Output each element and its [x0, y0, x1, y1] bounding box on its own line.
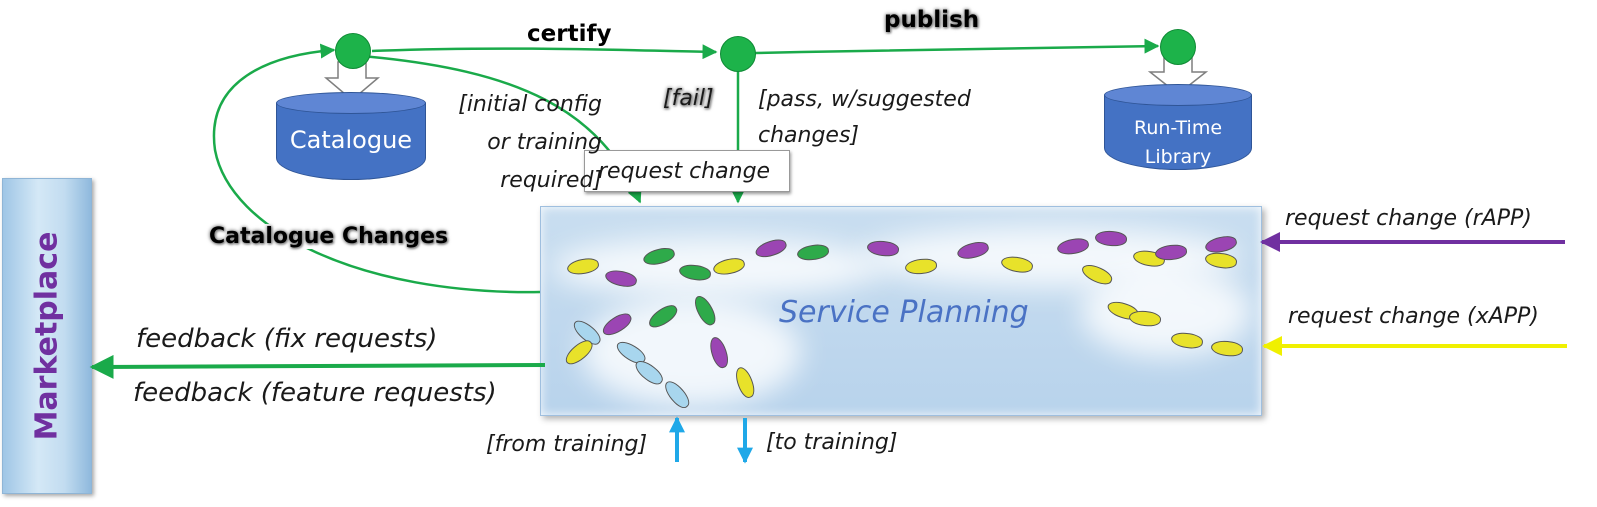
feedback-feature-label: feedback (feature requests)	[133, 378, 497, 408]
catalogue-down-arrow	[323, 61, 381, 101]
publish-edge	[754, 38, 1160, 55]
request-change-box: request change	[584, 150, 790, 192]
marketplace-box: Marketplace	[2, 178, 92, 494]
fail-label: [fail]	[663, 86, 714, 111]
initial-config-line3: required]	[500, 168, 602, 193]
pass-label: [pass, w/suggested changes]	[758, 82, 971, 154]
to-training-label: [to training]	[766, 430, 898, 455]
publish-node	[1160, 29, 1196, 65]
certify-node	[720, 36, 756, 72]
runtime-library-line2: Library	[1144, 146, 1212, 168]
pass-line2: changes]	[758, 123, 860, 148]
request-change-label: request change	[598, 159, 771, 184]
catalogue-database: Catalogue	[276, 92, 426, 180]
publish-label: publish	[884, 7, 980, 33]
initial-config-line2: or training	[487, 130, 602, 155]
request-change-xapp-label: request change (xAPP)	[1288, 304, 1539, 329]
runtime-library-database: Run-Time Library	[1104, 84, 1252, 170]
service-planning-title: Service Planning	[779, 295, 1029, 330]
pass-line1: [pass, w/suggested	[758, 87, 971, 112]
catalogue-node	[335, 33, 371, 69]
runtime-library-line1: Run-Time	[1133, 117, 1223, 139]
catalogue-changes-label: Catalogue Changes	[207, 224, 451, 249]
initial-config-line1: [initial config	[458, 92, 602, 117]
service-planning-box: Service Planning	[540, 206, 1262, 416]
certify-edge	[371, 44, 718, 60]
library-down-arrow	[1147, 57, 1209, 95]
certify-label: certify	[527, 21, 612, 47]
request-change-rapp-label: request change (rAPP)	[1285, 206, 1532, 231]
feedback-edge	[89, 354, 546, 379]
catalogue-changes-edge	[212, 43, 541, 294]
from-training-label: [from training]	[486, 432, 648, 457]
initial-config-label: [initial config or training required]	[430, 86, 602, 200]
feedback-fix-label: feedback (fix requests)	[136, 324, 438, 354]
catalogue-label: Catalogue	[289, 126, 413, 154]
